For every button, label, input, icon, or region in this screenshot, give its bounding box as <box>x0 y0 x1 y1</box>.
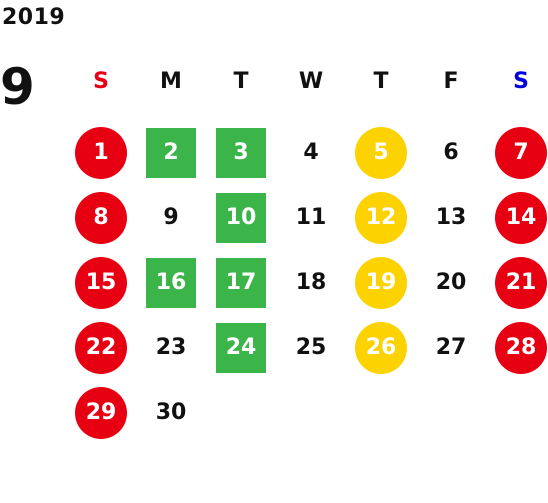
day-cell: 23 <box>136 315 206 380</box>
day-12[interactable]: 12 <box>355 191 407 244</box>
day-7[interactable]: 7 <box>495 126 547 179</box>
weekday-sun: S <box>93 69 109 94</box>
day-cell: 21 <box>486 250 548 315</box>
day-cell: 26 <box>346 315 416 380</box>
day-cell: 8 <box>66 185 136 250</box>
day-6[interactable]: 6 <box>443 140 459 165</box>
day-4[interactable]: 4 <box>303 140 319 165</box>
day-cell: 7 <box>486 120 548 185</box>
day-cell: 29 <box>66 380 136 445</box>
weekday-sat: S <box>513 69 529 94</box>
day-cell: 20 <box>416 250 486 315</box>
day-28[interactable]: 28 <box>495 321 547 374</box>
day-cell: 15 <box>66 250 136 315</box>
day-11[interactable]: 11 <box>295 205 327 230</box>
month-label: 9 <box>0 58 35 116</box>
day-cell: 14 <box>486 185 548 250</box>
day-21[interactable]: 21 <box>495 256 547 309</box>
day-15[interactable]: 15 <box>75 256 127 309</box>
day-cell: 22 <box>66 315 136 380</box>
day-26[interactable]: 26 <box>355 321 407 374</box>
day-24[interactable]: 24 <box>216 322 266 373</box>
day-cell: 2 <box>136 120 206 185</box>
day-cell: 4 <box>276 120 346 185</box>
day-cell: 5 <box>346 120 416 185</box>
weekday-tue: T <box>233 69 249 94</box>
day-cell: 30 <box>136 380 206 445</box>
day-cell: 9 <box>136 185 206 250</box>
day-2[interactable]: 2 <box>146 127 196 178</box>
day-cell: 27 <box>416 315 486 380</box>
day-cell: 6 <box>416 120 486 185</box>
day-cell: 1 <box>66 120 136 185</box>
day-17[interactable]: 17 <box>216 257 266 308</box>
day-cell: 24 <box>206 315 276 380</box>
day-5[interactable]: 5 <box>355 126 407 179</box>
day-cell: 10 <box>206 185 276 250</box>
day-cell: 16 <box>136 250 206 315</box>
weekday-fri: F <box>443 69 459 94</box>
day-cell: 11 <box>276 185 346 250</box>
day-cell: 13 <box>416 185 486 250</box>
day-3[interactable]: 3 <box>216 127 266 178</box>
day-cell: 18 <box>276 250 346 315</box>
day-20[interactable]: 20 <box>435 270 467 295</box>
day-18[interactable]: 18 <box>295 270 327 295</box>
day-16[interactable]: 16 <box>146 257 196 308</box>
year-label: 2019 <box>2 5 66 30</box>
day-cell: 17 <box>206 250 276 315</box>
weekday-mon: M <box>160 69 182 94</box>
day-cell: 3 <box>206 120 276 185</box>
weekday-wed: W <box>298 69 324 94</box>
day-cell: 19 <box>346 250 416 315</box>
day-29[interactable]: 29 <box>75 386 127 439</box>
day-22[interactable]: 22 <box>75 321 127 374</box>
day-25[interactable]: 25 <box>295 335 327 360</box>
day-23[interactable]: 23 <box>155 335 187 360</box>
day-14[interactable]: 14 <box>495 191 547 244</box>
day-19[interactable]: 19 <box>355 256 407 309</box>
day-10[interactable]: 10 <box>216 192 266 243</box>
weekday-thu: T <box>373 69 389 94</box>
day-cell: 28 <box>486 315 548 380</box>
weekday-header: S M T W T F S <box>66 64 548 100</box>
day-27[interactable]: 27 <box>435 335 467 360</box>
day-9[interactable]: 9 <box>163 205 179 230</box>
day-8[interactable]: 8 <box>75 191 127 244</box>
day-cell: 25 <box>276 315 346 380</box>
day-1[interactable]: 1 <box>75 126 127 179</box>
day-cell: 12 <box>346 185 416 250</box>
day-30[interactable]: 30 <box>155 400 187 425</box>
day-13[interactable]: 13 <box>435 205 467 230</box>
